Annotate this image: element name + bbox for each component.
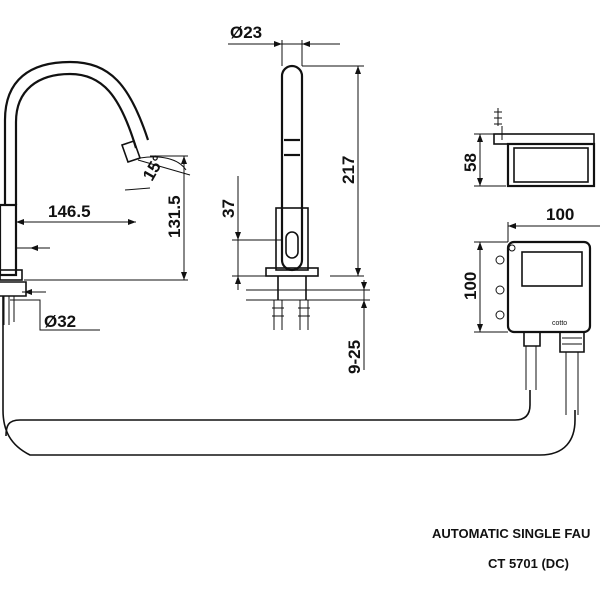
dim-9-25: 9-25 (330, 280, 370, 374)
dim-d23: Ø23 (228, 23, 340, 66)
dim-131-5: 131.5 (24, 155, 188, 281)
dim-37: 37 (219, 176, 282, 290)
dim-d32: Ø32 (10, 299, 100, 331)
faucet-side-view (0, 60, 576, 456)
body-height-marks (16, 245, 50, 295)
dim-131-5-label: 131.5 (165, 195, 184, 238)
angle-label: 15° (139, 152, 168, 184)
control-box-side: 58 (461, 108, 596, 188)
caption-line2: CT 5701 (DC) (488, 556, 569, 571)
dim-d32-label: Ø32 (44, 312, 76, 331)
caption-line1: AUTOMATIC SINGLE FAU (432, 526, 590, 541)
box-logo: cotto (552, 320, 567, 327)
angle-marker: 15° (124, 152, 191, 191)
control-box-front: cotto (495, 240, 592, 415)
dim-box-height: 100 (461, 241, 508, 333)
box-height-100-label: 100 (461, 272, 480, 300)
dim-146-5: 146.5 (16, 202, 136, 225)
faucet-front-view (246, 64, 330, 330)
box-width-100-label: 100 (546, 205, 574, 224)
dim-d23-label: Ø23 (230, 23, 262, 42)
dim-box-width: 100 (507, 205, 600, 242)
dim-9-25-label: 9-25 (345, 340, 364, 374)
dim-217-label: 217 (339, 156, 358, 184)
cable-loop (5, 390, 531, 437)
dim-146-5-label: 146.5 (48, 202, 91, 221)
box-height-58-label: 58 (461, 153, 480, 172)
dim-37-label: 37 (219, 199, 238, 218)
dim-217: 217 (302, 65, 364, 277)
